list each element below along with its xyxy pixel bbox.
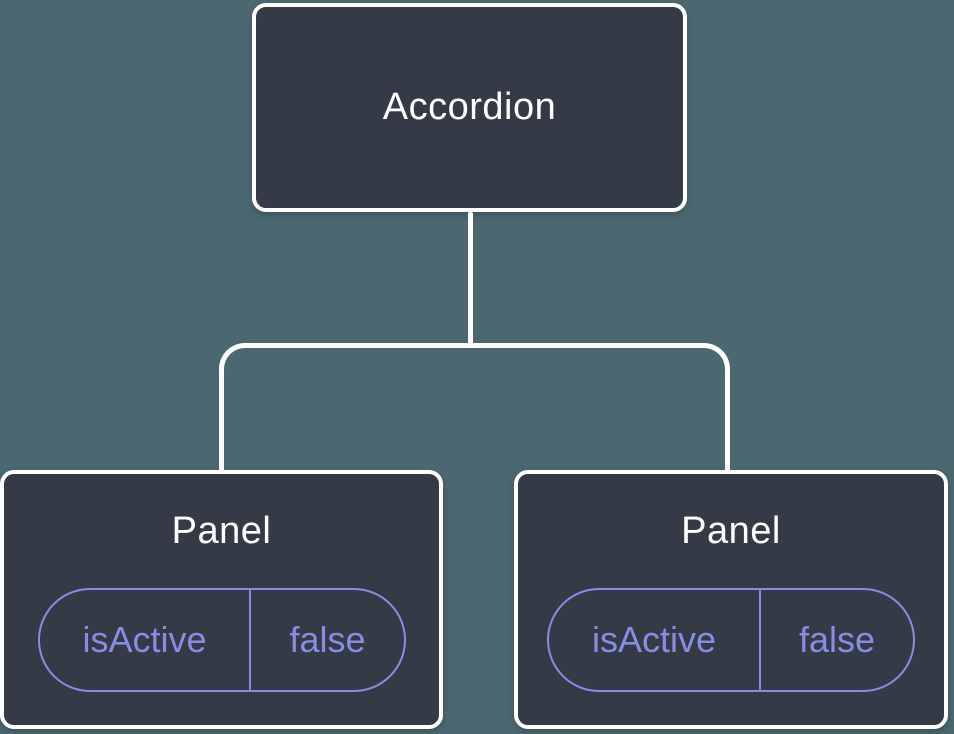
- state-value: false: [798, 619, 875, 660]
- state-pill-left: isActive false: [37, 588, 406, 692]
- panel-node-left-label: Panel: [171, 509, 272, 552]
- state-value: false: [289, 619, 366, 660]
- state-name: isActive: [40, 590, 252, 690]
- accordion-node-label: Accordion: [382, 86, 557, 128]
- panel-title-row: Panel: [172, 474, 272, 588]
- panel-node-left: Panel isActive false: [0, 470, 443, 729]
- panel-node-right-label: Panel: [681, 509, 781, 552]
- panel-title-row: Panel: [681, 474, 781, 588]
- accordion-node: Accordion: [252, 3, 687, 212]
- state-name: isActive: [549, 590, 761, 690]
- state-pill-right: isActive false: [547, 588, 915, 692]
- connector-bracket: [219, 343, 730, 474]
- panel-node-right: Panel isActive false: [514, 470, 948, 729]
- connector-stem: [468, 212, 473, 347]
